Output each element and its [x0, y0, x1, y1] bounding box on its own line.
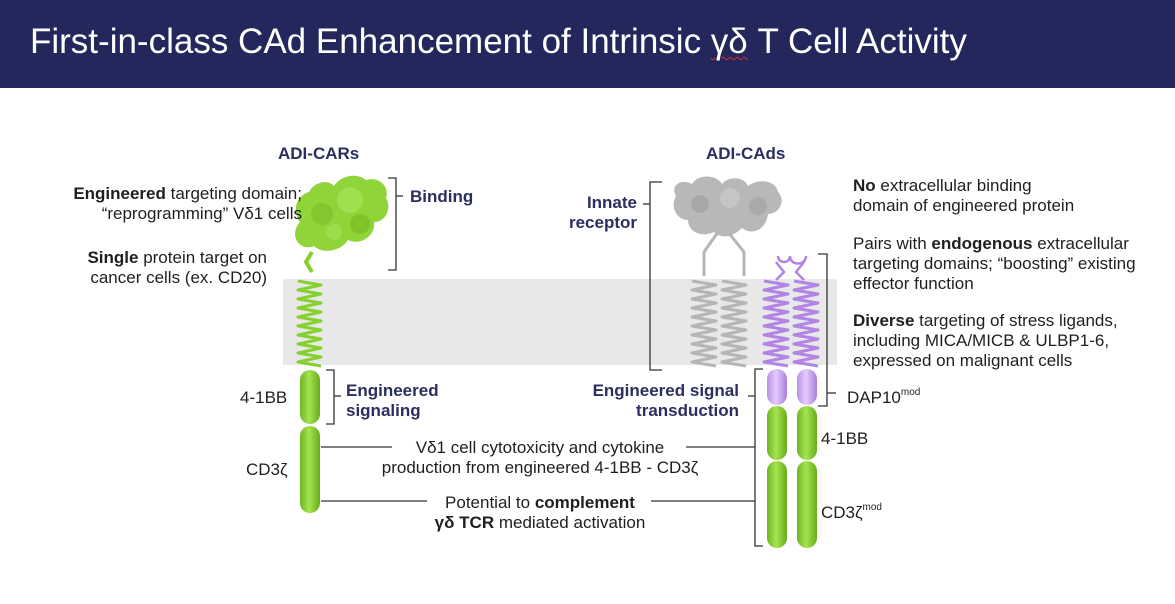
- center-line4-post: mediated activation: [494, 513, 646, 532]
- note2-bold: endogenous: [931, 234, 1033, 253]
- center-cytotoxicity-note: Vδ1 cell cytotoxicity and cytokine produ…: [350, 438, 730, 478]
- note2-post: extracellular: [1032, 234, 1129, 253]
- note3-bold: Diverse: [853, 311, 915, 330]
- cads-note-no-binding: No extracellular binding domain of engin…: [853, 176, 1074, 216]
- signaling-line1: Engineered: [346, 381, 439, 400]
- cad-41bb-label: 4-1BB: [821, 429, 869, 448]
- center-complement-note: Potential to complement γδ TCR mediated …: [390, 493, 690, 533]
- innate-line2: receptor: [568, 213, 637, 232]
- title-prefix: First-in-class CAd Enhancement of Intrin…: [30, 22, 711, 61]
- title-suffix: T Cell Activity: [747, 22, 967, 61]
- note3-line1: targeting of stress ligands,: [914, 311, 1118, 330]
- innate-receptor-helix-left: [690, 279, 718, 368]
- car-41bb-label: 4-1BB: [240, 388, 288, 407]
- binding-label: Binding: [410, 187, 474, 206]
- cars-desc1-line1: targeting domain;: [165, 184, 302, 203]
- innate-receptor-label: Innate receptor: [517, 193, 637, 233]
- dap10-helix-right: [792, 279, 820, 368]
- dap10-label: DAP10mod: [847, 383, 920, 408]
- signal-line1: Engineered signal: [592, 381, 739, 400]
- cars-desc-engineered: Engineered targeting domain; “reprogramm…: [2, 184, 302, 224]
- engineered-signaling-label: Engineered signaling: [346, 381, 439, 421]
- dap10-domain-left: [767, 369, 787, 405]
- cd3z-base: CD3ζ: [821, 503, 863, 522]
- cads-note-diverse: Diverse targeting of stress ligands, inc…: [853, 311, 1118, 371]
- engineered-signal-transduction-label: Engineered signal transduction: [519, 381, 739, 421]
- center-line1: Vδ1 cell cytotoxicity and cytokine: [415, 438, 665, 457]
- dap10-base: DAP10: [847, 388, 901, 407]
- dap10-domain-right: [797, 369, 817, 405]
- car-binding-domain: [295, 175, 389, 274]
- innate-line1: Innate: [586, 193, 637, 212]
- note1-line1: extracellular binding: [875, 176, 1032, 195]
- cads-heading: ADI-CAds: [706, 144, 786, 163]
- car-helix: [296, 279, 323, 368]
- center-line4-bold: γδ TCR: [434, 513, 495, 532]
- dap10-sup: mod: [900, 387, 921, 398]
- note3-line2: including MICA/MICB & ULBP1-6,: [853, 331, 1110, 350]
- note2-line2: targeting domains; “boosting” existing: [853, 254, 1136, 273]
- dap10-top-loop: [775, 255, 808, 281]
- cars-desc2-line2: cancer cells (ex. CD20): [90, 268, 267, 287]
- center-line3-bold: complement: [534, 493, 635, 512]
- dap10-helix-left: [762, 279, 790, 368]
- car-41bb-domain: [300, 370, 320, 424]
- cars-desc1-line2: “reprogramming” Vδ1 cells: [101, 204, 302, 223]
- cad-41bb-domain-left: [767, 406, 787, 460]
- cars-desc1-bold: Engineered: [73, 184, 166, 203]
- cars-heading: ADI-CARs: [278, 144, 360, 163]
- car-cd3z-label: CD3ζ: [246, 460, 288, 479]
- note1-line2: domain of engineered protein: [853, 196, 1075, 215]
- cd3z-sup: mod: [862, 502, 882, 513]
- cad-cd3z-domain-left: [767, 461, 787, 548]
- note2-pre: Pairs with: [853, 234, 932, 253]
- cad-41bb-domain-right: [797, 406, 817, 460]
- note2-line3: effector function: [853, 274, 974, 293]
- center-connectors: [321, 446, 755, 502]
- innate-receptor-structure: [673, 176, 782, 276]
- center-line2: production from engineered 4-1BB - CD3ζ: [381, 458, 699, 477]
- signaling-line2: signaling: [346, 401, 421, 420]
- cars-desc2-line1: protein target on: [138, 248, 267, 267]
- car-cd3z-domain: [300, 426, 320, 513]
- innate-receptor-helix-right: [720, 279, 748, 368]
- cad-cd3z-label: CD3ζmod: [821, 498, 882, 523]
- cars-desc2-bold: Single: [87, 248, 139, 267]
- slide-title: First-in-class CAd Enhancement of Intrin…: [30, 22, 967, 62]
- note3-line3: expressed on malignant cells: [853, 351, 1073, 370]
- note1-bold: No: [853, 176, 876, 195]
- center-line3-pre: Potential to: [445, 493, 535, 512]
- cad-brackets: [643, 181, 836, 547]
- cads-note-endogenous: Pairs with endogenous extracellular targ…: [853, 234, 1136, 294]
- signal-line2: transduction: [636, 401, 739, 420]
- title-gamma-delta: γδ: [710, 22, 748, 61]
- cad-cd3z-domain-right: [797, 461, 817, 548]
- cars-desc-single: Single protein target on cancer cells (e…: [7, 248, 267, 288]
- title-bar: First-in-class CAd Enhancement of Intrin…: [0, 0, 1175, 88]
- car-brackets: [326, 177, 403, 425]
